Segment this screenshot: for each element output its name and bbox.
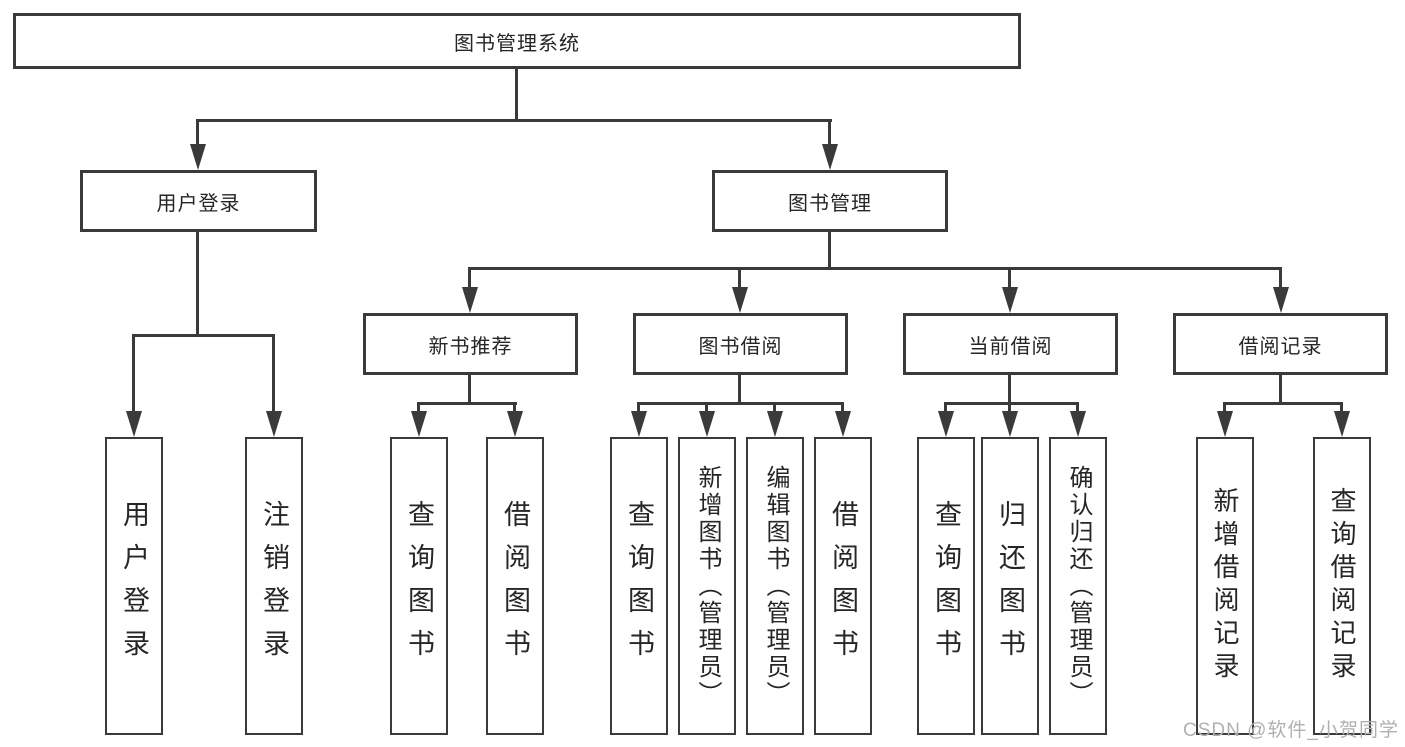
connector-line <box>1279 267 1282 290</box>
connector-line <box>637 402 640 414</box>
arrow-down-icon <box>938 411 954 437</box>
arrow-down-icon <box>462 287 478 313</box>
connector-line <box>828 232 831 269</box>
connector-line <box>944 402 1079 405</box>
arrow-down-icon <box>1217 411 1233 437</box>
leaf-query-books-borrow: 查询图书 <box>610 437 668 735</box>
node-book-borrow: 图书借阅 <box>633 313 848 375</box>
connector-line <box>1223 402 1226 414</box>
connector-line <box>197 119 832 122</box>
connector-line <box>1279 375 1282 405</box>
leaf-query-books-current: 查询图书 <box>917 437 975 735</box>
node-root-system: 图书管理系统 <box>13 13 1021 69</box>
connector-line <box>196 119 199 147</box>
leaf-query-borrow-record: 查询借阅记录 <box>1313 437 1371 735</box>
arrow-down-icon <box>699 411 715 437</box>
connector-line <box>417 402 517 405</box>
node-label: 当前借阅 <box>968 335 1053 358</box>
connector-line <box>738 267 741 290</box>
arrow-down-icon <box>411 411 427 437</box>
connector-line <box>1008 267 1011 290</box>
connector-line <box>468 375 471 405</box>
connector-line <box>705 402 708 414</box>
leaf-edit-book-admin: 编辑图书（管理员） <box>746 437 804 735</box>
leaf-add-borrow-record: 新增借阅记录 <box>1196 437 1254 735</box>
leaf-confirm-return-admin: 确认归还（管理员） <box>1049 437 1107 735</box>
leaf-borrow-books-recommend: 借阅图书 <box>486 437 544 735</box>
connector-line <box>944 402 947 414</box>
node-user-login: 用户登录 <box>80 170 317 232</box>
leaf-add-book-admin: 新增图书（管理员） <box>678 437 736 735</box>
leaf-borrow-books: 借阅图书 <box>814 437 872 735</box>
connector-line <box>272 334 275 412</box>
connector-line <box>132 334 275 337</box>
connector-line <box>468 267 471 290</box>
csdn-watermark: CSDN @软件_小贺同学 <box>1183 720 1399 741</box>
connector-line <box>132 334 135 412</box>
node-label: 图书借阅 <box>698 335 783 358</box>
connector-line <box>196 232 199 336</box>
connector-line <box>1340 402 1343 414</box>
leaf-query-books-recommend: 查询图书 <box>390 437 448 735</box>
connector-line <box>828 119 831 147</box>
node-label: 借阅记录 <box>1238 335 1323 358</box>
node-label: 新书推荐 <box>428 335 513 358</box>
connector-line <box>468 267 1282 270</box>
arrow-down-icon <box>190 144 206 170</box>
leaf-user-login: 用户登录 <box>105 437 163 735</box>
leaf-logout: 注销登录 <box>245 437 303 735</box>
connector-line <box>513 402 516 414</box>
arrow-down-icon <box>266 411 282 437</box>
node-label: 用户登录 <box>156 192 241 215</box>
connector-line <box>841 402 844 414</box>
arrow-down-icon <box>631 411 647 437</box>
arrow-down-icon <box>835 411 851 437</box>
arrow-down-icon <box>1273 287 1289 313</box>
arrow-down-icon <box>732 287 748 313</box>
node-book-management: 图书管理 <box>712 170 948 232</box>
arrow-down-icon <box>1002 287 1018 313</box>
arrow-down-icon <box>822 144 838 170</box>
node-current-borrow: 当前借阅 <box>903 313 1118 375</box>
connector-line <box>1223 402 1343 405</box>
connector-line <box>1008 402 1011 414</box>
node-label: 图书管理系统 <box>454 32 580 55</box>
arrow-down-icon <box>767 411 783 437</box>
arrow-down-icon <box>1002 411 1018 437</box>
node-borrow-records: 借阅记录 <box>1173 313 1388 375</box>
arrow-down-icon <box>507 411 523 437</box>
connector-line <box>1076 402 1079 414</box>
arrow-down-icon <box>1070 411 1086 437</box>
connector-line <box>1008 375 1011 405</box>
connector-line <box>773 402 776 414</box>
node-label: 图书管理 <box>788 192 872 215</box>
leaf-return-books: 归还图书 <box>981 437 1039 735</box>
node-new-book-recommend: 新书推荐 <box>363 313 578 375</box>
connector-line <box>515 69 518 121</box>
arrow-down-icon <box>1334 411 1350 437</box>
connector-line <box>738 375 741 405</box>
arrow-down-icon <box>126 411 142 437</box>
connector-line <box>417 402 420 414</box>
connector-line <box>637 402 844 405</box>
